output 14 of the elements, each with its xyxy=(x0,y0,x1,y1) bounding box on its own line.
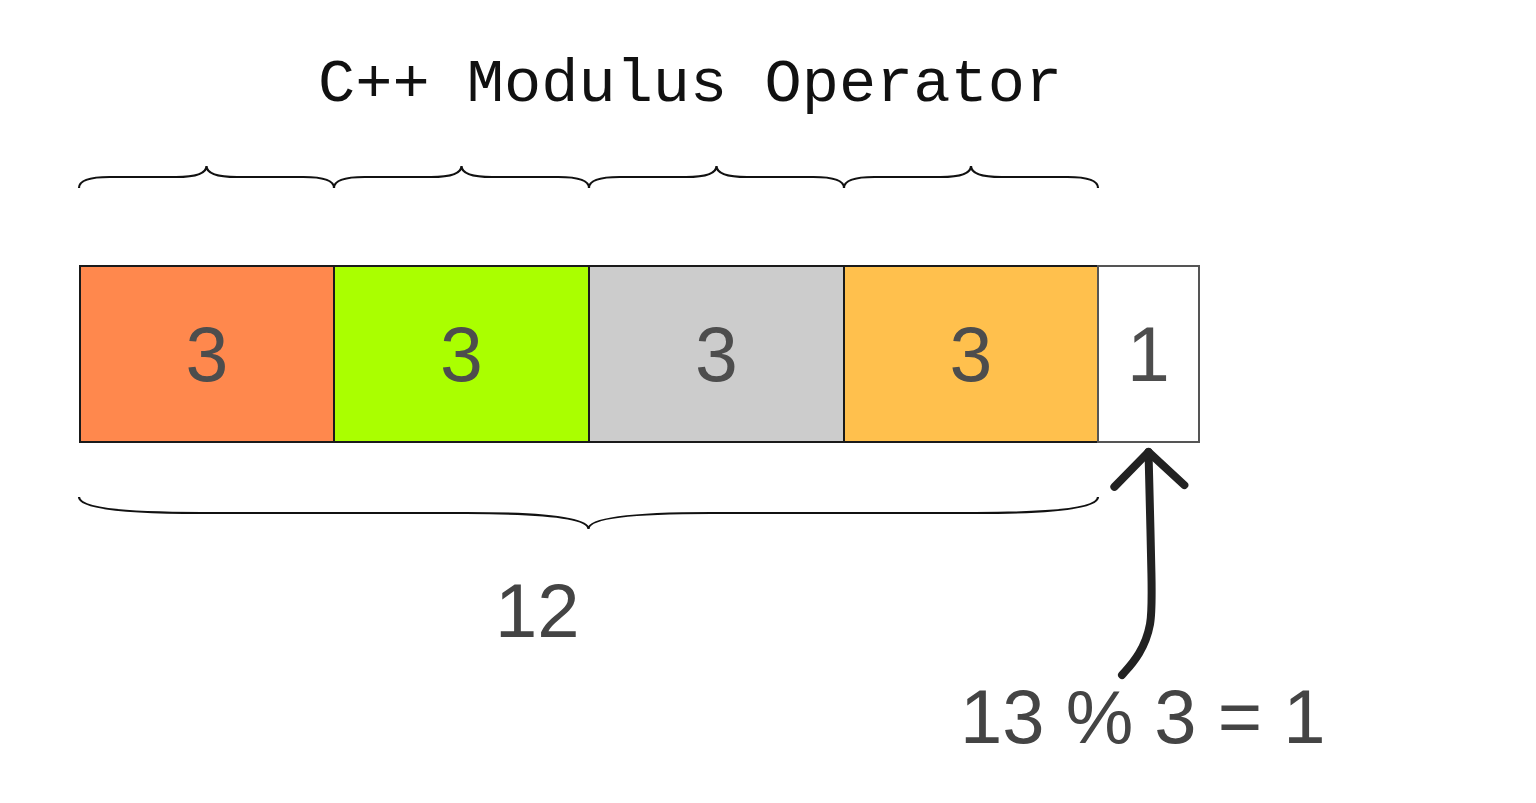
segment-value: 1 xyxy=(1127,315,1170,393)
diagram-title: C++ Modulus Operator xyxy=(318,54,1063,116)
segment-box xyxy=(843,265,1099,443)
modulus-expression: 13 % 3 = 1 xyxy=(960,679,1326,755)
segment-box xyxy=(1097,265,1200,443)
curved-arrow xyxy=(1110,448,1189,679)
segment-value: 3 xyxy=(695,315,738,393)
segment-box xyxy=(588,265,845,443)
segment-box xyxy=(79,265,335,443)
segment-value: 3 xyxy=(185,315,229,393)
segment-value: 3 xyxy=(949,315,993,393)
segment-box xyxy=(333,265,590,443)
segment-value: 3 xyxy=(440,315,483,393)
sum-label: 12 xyxy=(495,573,580,649)
